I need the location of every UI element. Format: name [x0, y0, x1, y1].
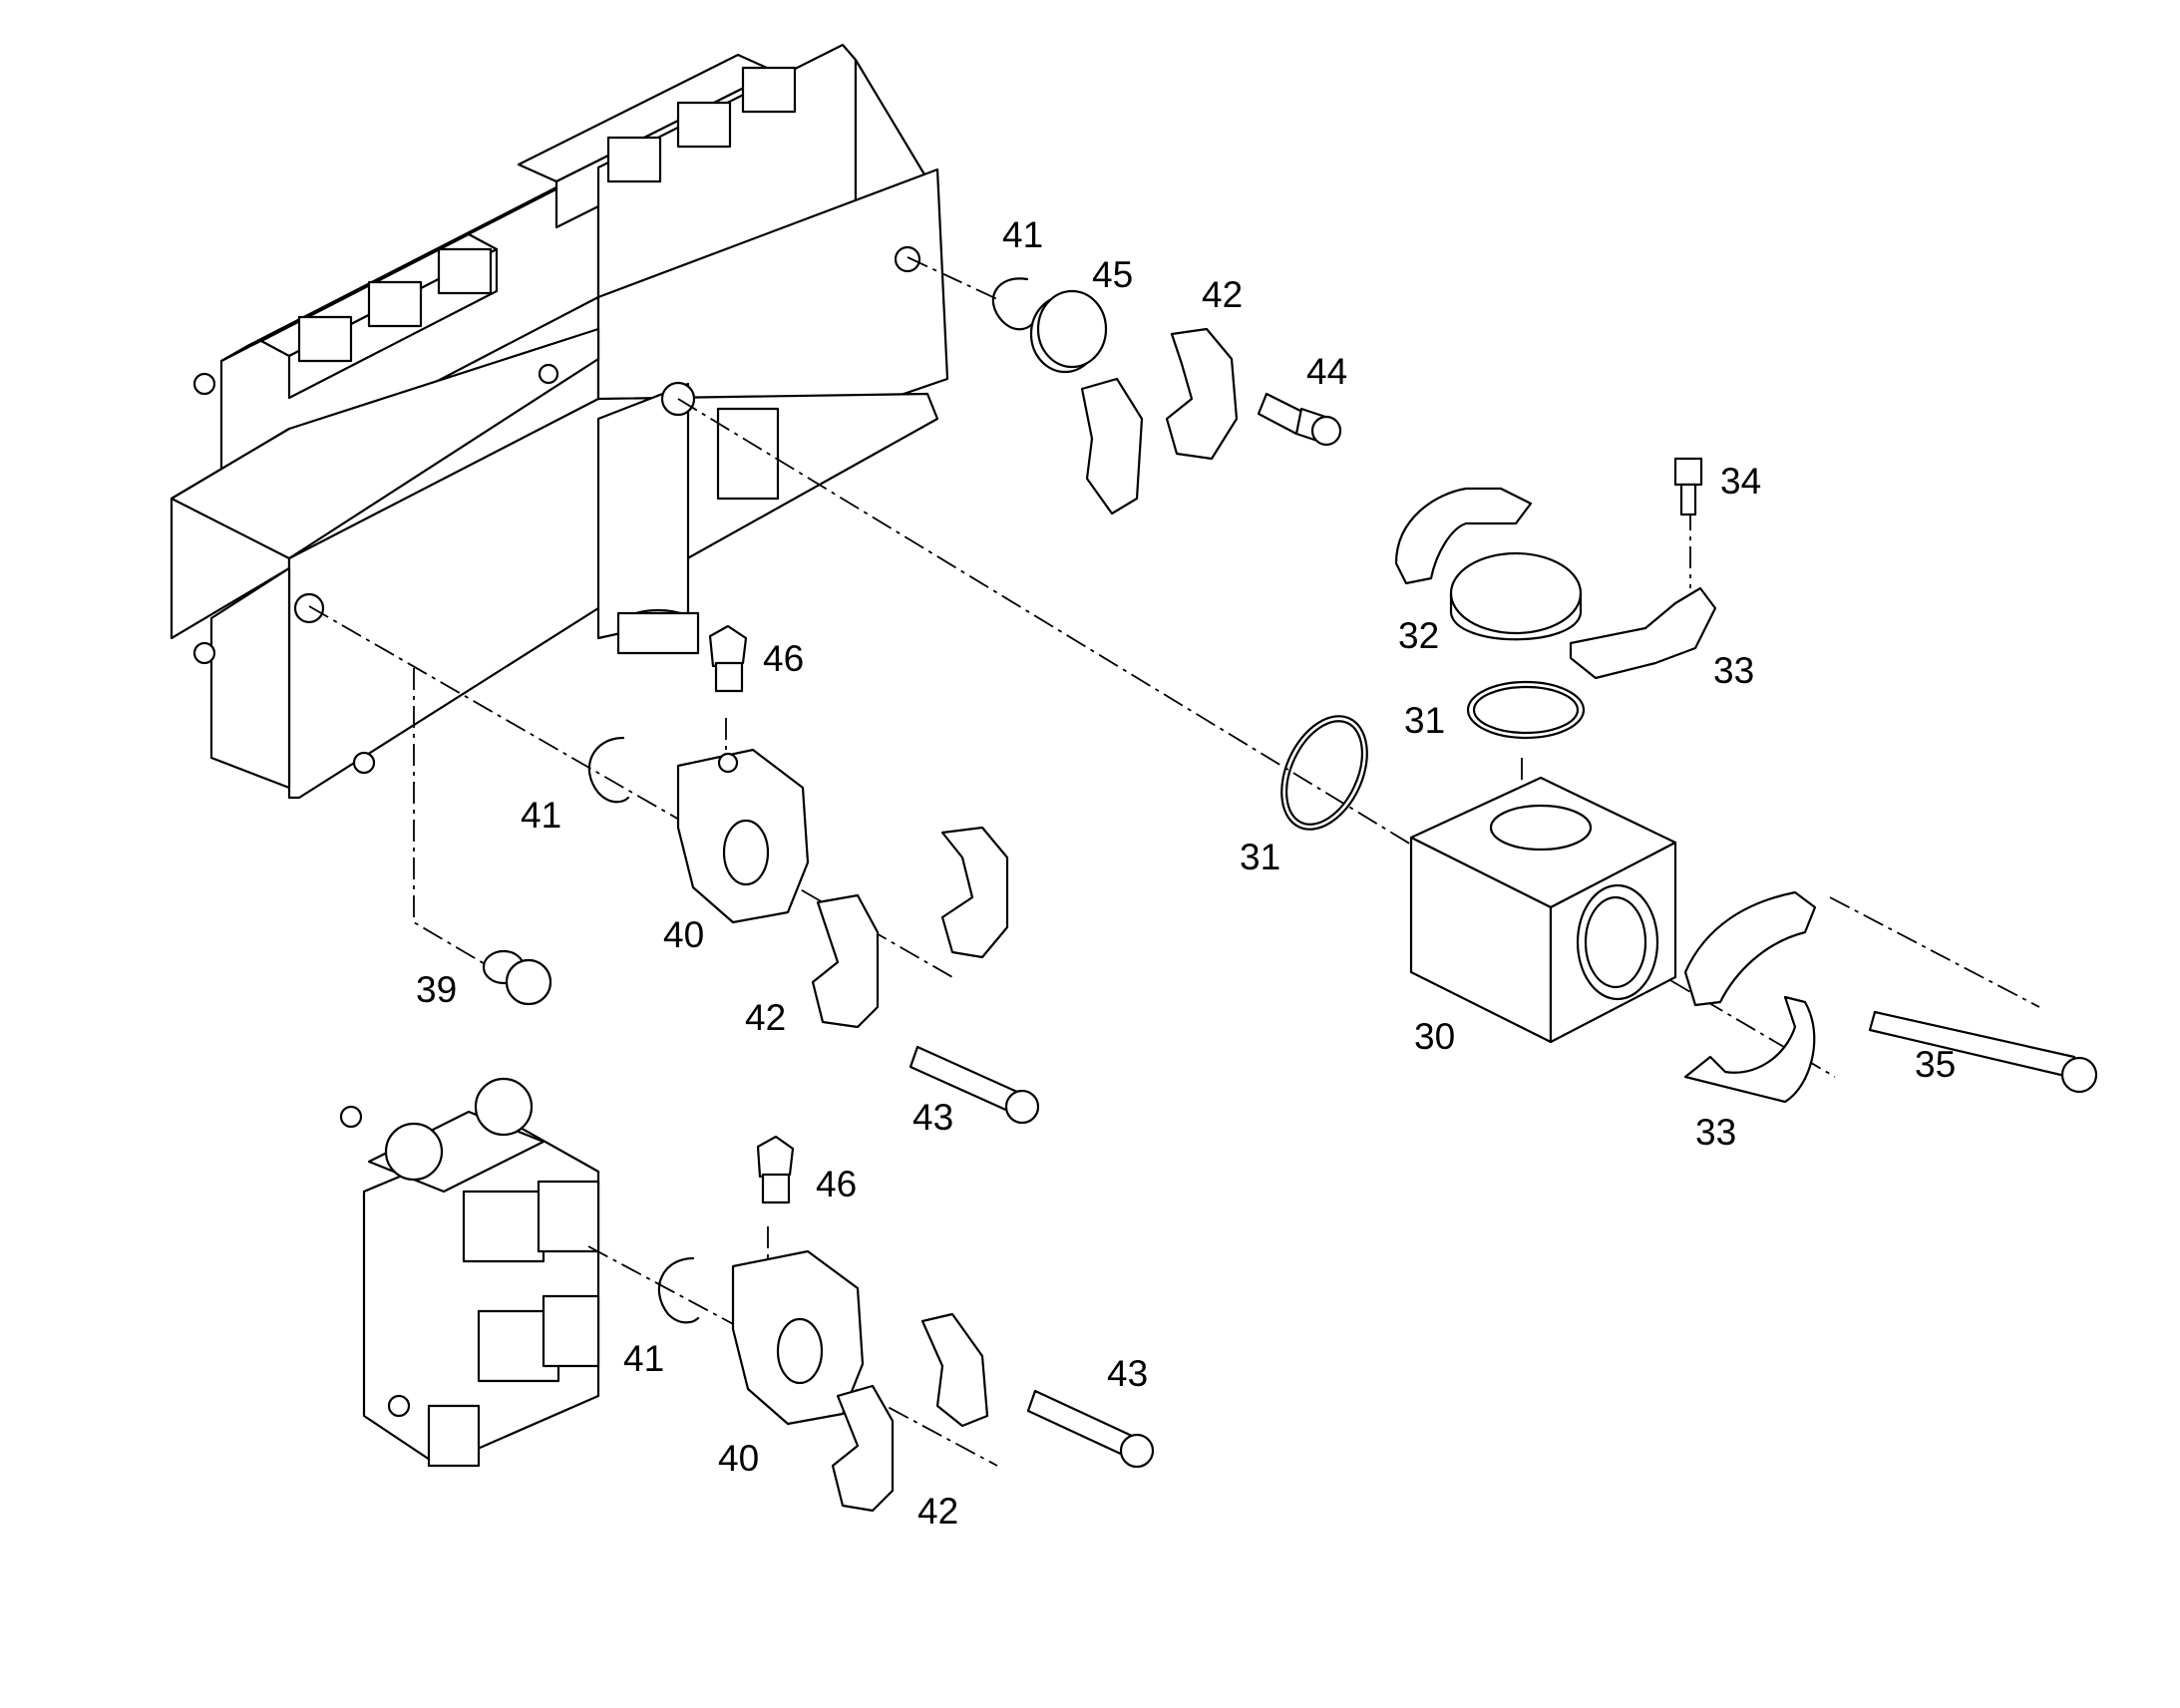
callout-41-top: 41 — [1002, 214, 1043, 255]
callout-31-upper: 31 — [1404, 700, 1445, 741]
main-valve-block — [170, 43, 949, 800]
callout-46-top: 46 — [763, 638, 804, 679]
bolt-43b — [1026, 1389, 1155, 1469]
o-ring-31b — [1280, 715, 1368, 831]
snap-ring-41a — [991, 277, 1034, 331]
callout-33-bottom: 33 — [1695, 1112, 1736, 1153]
callout-41-bottom: 41 — [623, 1338, 664, 1379]
flange-half-42d — [811, 893, 880, 1029]
callout-43-bottom: 43 — [1107, 1353, 1148, 1394]
long-bolt-35 — [1868, 1010, 2098, 1094]
clamp-half-33d — [1683, 995, 1816, 1104]
cover-plate-32 — [1449, 551, 1583, 641]
callout-35: 35 — [1915, 1044, 1956, 1085]
callout-31-center: 31 — [1240, 837, 1280, 877]
callout-41-mid: 41 — [521, 795, 561, 836]
callout-32: 32 — [1398, 615, 1439, 656]
snap-ring-41c — [657, 1256, 700, 1324]
callout-43-mid: 43 — [912, 1097, 953, 1138]
callout-40-mid: 40 — [663, 914, 704, 955]
callout-45: 45 — [1092, 254, 1133, 295]
plug-39 — [482, 949, 552, 1006]
callout-40-bottom: 40 — [718, 1438, 759, 1479]
grease-fitting-46a — [708, 624, 748, 693]
callout-34: 34 — [1720, 461, 1761, 502]
snap-ring-41b — [587, 736, 630, 804]
flange-half-42f — [831, 1384, 895, 1513]
clamp-half-33a — [1394, 487, 1533, 585]
o-ring-31a — [1466, 680, 1586, 740]
callout-42-mid: 42 — [745, 997, 786, 1038]
flange-40a — [676, 748, 810, 924]
callout-30: 30 — [1414, 1016, 1455, 1057]
flange-half-42b — [1165, 327, 1239, 461]
callout-42-top: 42 — [1202, 274, 1243, 315]
callout-labels: 41 45 42 44 34 32 33 46 31 41 31 40 39 4… — [416, 214, 1956, 1532]
plug-45 — [1029, 289, 1108, 374]
flange-40b — [731, 1249, 865, 1426]
secondary-valve-block — [339, 1077, 600, 1468]
callout-46-bottom: 46 — [816, 1164, 857, 1204]
grease-fitting-46b — [756, 1135, 795, 1204]
bolt-43a — [908, 1045, 1040, 1125]
callout-33-top: 33 — [1713, 650, 1754, 691]
callout-44: 44 — [1306, 351, 1347, 392]
clamp-half-33c — [1683, 890, 1817, 1007]
callout-42-bottom: 42 — [917, 1491, 958, 1532]
bolt-34 — [1673, 457, 1703, 516]
flange-half-42a — [1080, 377, 1144, 515]
flange-half-42c — [940, 826, 1009, 959]
bolt-44 — [1257, 392, 1342, 447]
callout-39: 39 — [416, 969, 457, 1010]
manifold-block-30 — [1409, 776, 1677, 1044]
flange-half-42e — [920, 1312, 989, 1428]
clamp-half-33b — [1569, 586, 1717, 680]
